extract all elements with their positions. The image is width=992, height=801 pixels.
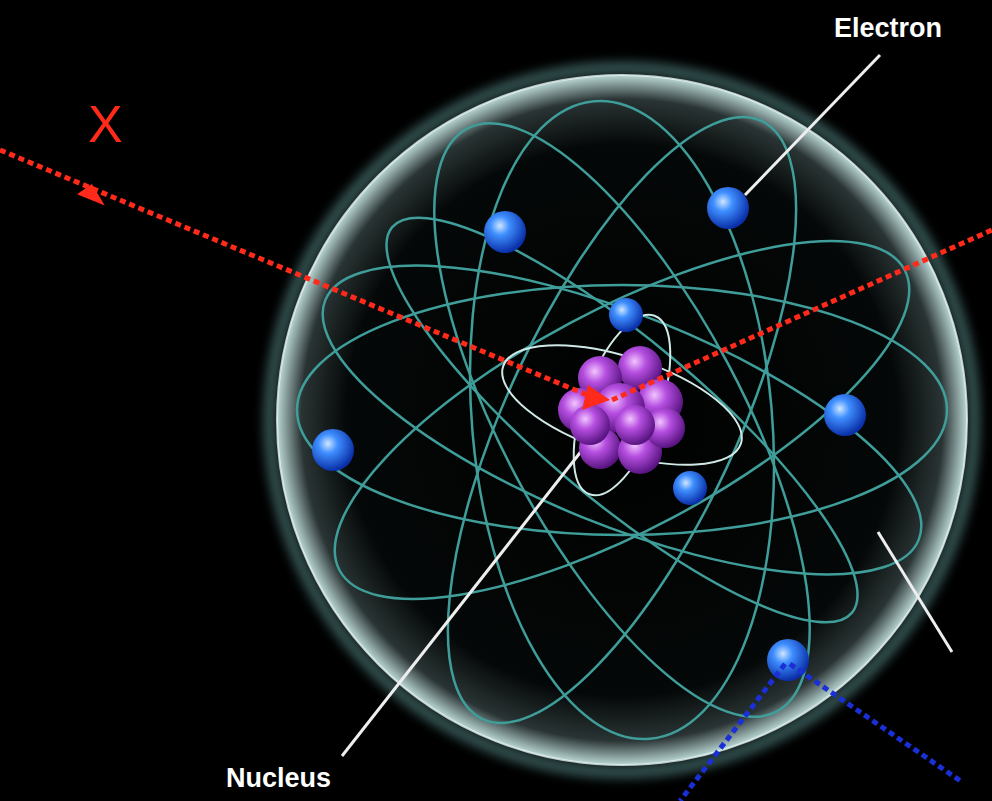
inner-orbit-group [488, 303, 755, 508]
electron [673, 471, 707, 505]
arrowhead [77, 180, 110, 205]
orbit [361, 72, 883, 767]
orbit-group [286, 72, 958, 767]
electron-path [680, 664, 962, 801]
orbit [286, 203, 958, 637]
incoming-path [0, 150, 592, 397]
arrowhead [582, 385, 610, 410]
orbit [288, 173, 956, 668]
part-label: Nucleus [226, 764, 331, 794]
electron [767, 639, 809, 681]
electron [707, 187, 749, 229]
leader-line [745, 55, 880, 195]
electron [484, 211, 526, 253]
atom-outline [277, 75, 967, 765]
orbit [445, 88, 800, 752]
atom-sphere [277, 75, 967, 765]
electron-path-line [790, 664, 962, 782]
orbit [341, 166, 903, 674]
atom-glow [270, 68, 974, 772]
nucleon [570, 405, 610, 445]
inner-orbit [488, 321, 755, 490]
electron [312, 429, 354, 471]
electron [824, 394, 866, 436]
particle-path [0, 150, 992, 400]
part-label: Electron [834, 14, 942, 44]
outgoing-path [612, 230, 992, 400]
particle-label: X [88, 96, 123, 153]
electron-group [312, 187, 866, 681]
electron-path-line [680, 664, 785, 801]
nucleus-cluster [558, 346, 685, 474]
orbit [297, 285, 947, 535]
leader-line [342, 412, 612, 756]
nucleon [615, 405, 655, 445]
inner-orbit [554, 303, 690, 508]
leader-line [878, 532, 952, 652]
electron [609, 298, 643, 332]
